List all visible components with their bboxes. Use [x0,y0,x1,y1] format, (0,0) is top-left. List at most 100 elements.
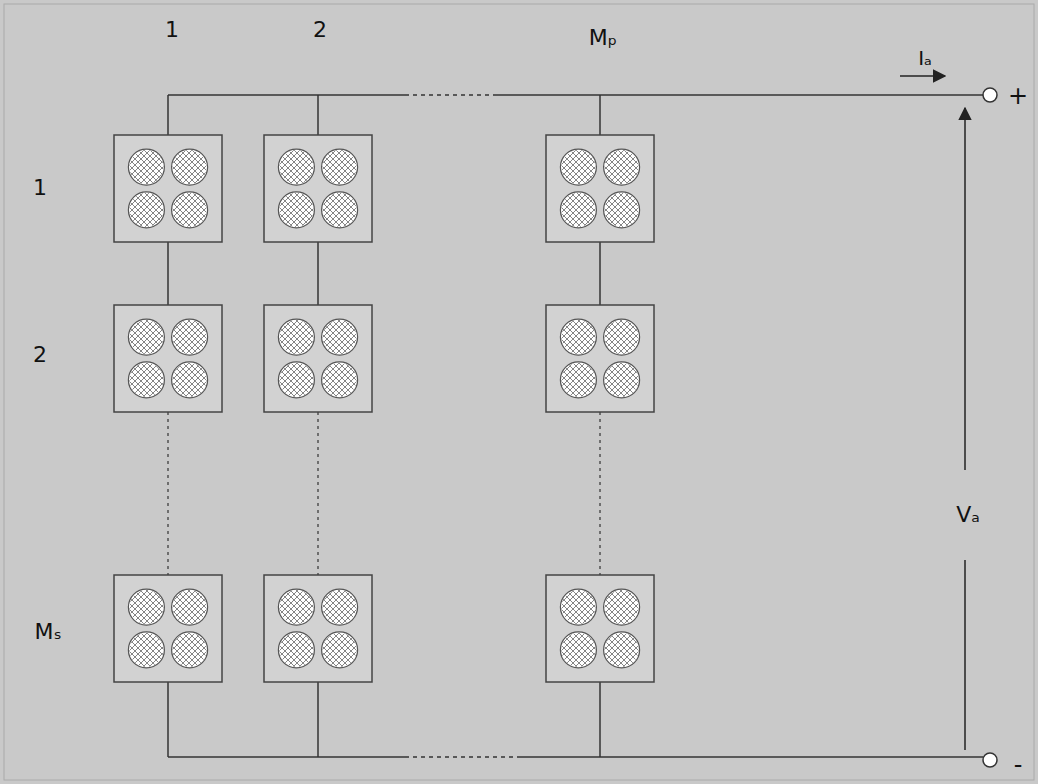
pv-cell-hatch [173,150,207,184]
wire [168,94,405,96]
pv-module [546,135,654,242]
wire [317,682,319,757]
terminal-sign: - [1014,753,1023,777]
voltage-label: Vₐ [956,504,980,526]
pv-cell [128,319,164,355]
pv-cell-hatch [605,320,639,354]
pv-cell-hatch [605,363,639,397]
current-label: Iₐ [918,48,932,68]
row-number: 2 [33,344,47,366]
terminal [983,88,997,102]
pv-cell [560,632,596,668]
current-arrow [900,75,945,77]
pv-cell-hatch [129,320,163,354]
terminal [983,753,997,767]
pv-cell-hatch [323,633,357,667]
column-number: 1 [165,19,179,41]
pv-cell [322,589,358,625]
terminal-sign: + [1008,84,1028,108]
pv-cell [604,589,640,625]
pv-cell-hatch [561,633,595,667]
pv-cell [322,632,358,668]
pv-module [264,305,372,412]
pv-cell [172,589,208,625]
pv-cell [172,632,208,668]
pv-cell [560,149,596,185]
pv-cell [278,589,314,625]
wire [599,682,601,757]
pv-cell [128,632,164,668]
pv-module [264,575,372,682]
wire-dashed [599,412,600,575]
pv-cell [128,149,164,185]
pv-cell [172,362,208,398]
column-number: 2 [313,19,327,41]
voltage-arrow [964,108,966,470]
frame [4,4,1034,780]
wire [167,682,169,757]
pv-module [114,575,222,682]
pv-module [114,135,222,242]
wire [599,242,601,305]
pv-cell [172,319,208,355]
pv-cell-hatch [323,193,357,227]
pv-cell [278,632,314,668]
wire-dashed [405,756,520,758]
pv-cell [322,362,358,398]
wire-dashed [405,94,495,96]
pv-cell-hatch [279,363,313,397]
pv-module [114,305,222,412]
pv-cell [604,632,640,668]
pv-cell-hatch [561,150,595,184]
pv-cell-hatch [323,590,357,624]
pv-module [264,135,372,242]
pv-cell-hatch [173,320,207,354]
pv-cell [560,589,596,625]
pv-cell [322,319,358,355]
pv-module [546,575,654,682]
wire [317,95,319,135]
pv-cell [560,362,596,398]
pv-cell-hatch [173,193,207,227]
pv-cell-hatch [323,320,357,354]
row-count: Mₛ [34,621,61,643]
pv-cell-hatch [561,320,595,354]
pv-cell-hatch [173,590,207,624]
pv-cell [322,149,358,185]
pv-cell-hatch [605,590,639,624]
pv-cell-hatch [561,193,595,227]
pv-cell-hatch [323,363,357,397]
pv-cell [322,192,358,228]
pv-cell [128,589,164,625]
pv-cell-hatch [173,363,207,397]
pv-cell [278,362,314,398]
pv-cell-hatch [279,633,313,667]
pv-cell-hatch [279,320,313,354]
wire [599,95,601,135]
pv-module [546,305,654,412]
pv-cell-hatch [323,150,357,184]
pv-cell [128,362,164,398]
pv-cell [172,149,208,185]
pv-cell-hatch [129,150,163,184]
pv-cell [604,149,640,185]
wire-dashed [167,412,168,575]
pv-cell-hatch [605,150,639,184]
pv-cell [278,149,314,185]
wire [495,94,983,96]
pv-cell-hatch [605,633,639,667]
pv-cell-hatch [279,193,313,227]
wire [167,95,169,135]
pv-cell [278,319,314,355]
pv-cell [128,192,164,228]
pv-cell-hatch [129,363,163,397]
pv-cell [278,192,314,228]
column-count: Mₚ [589,27,617,49]
wire [317,242,319,305]
pv-cell [560,319,596,355]
wire [520,756,983,758]
pv-cell-hatch [129,590,163,624]
pv-cell [560,192,596,228]
